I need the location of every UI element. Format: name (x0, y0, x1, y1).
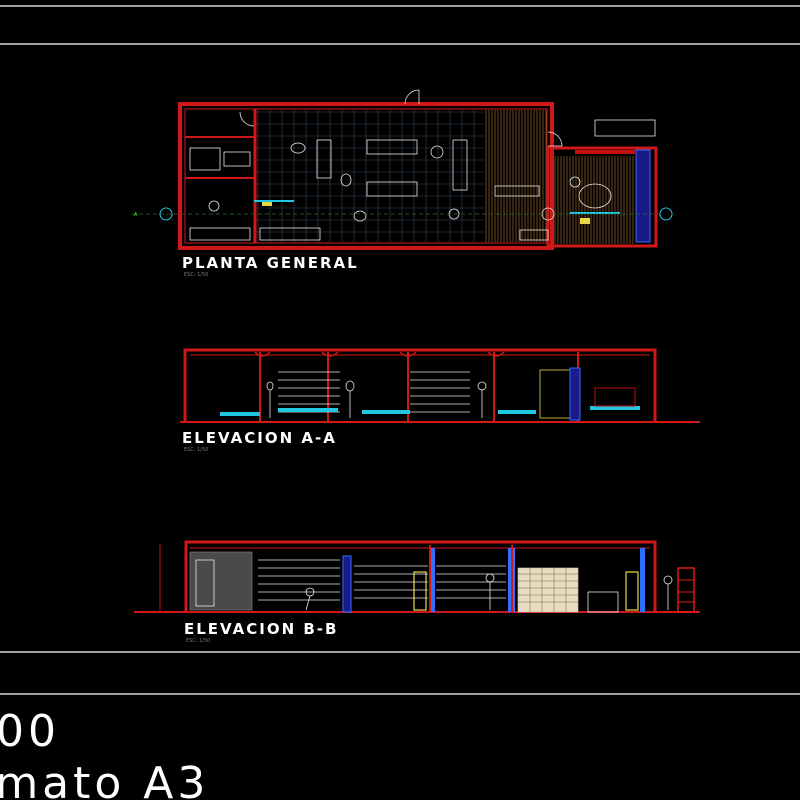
plan-title: PLANTA GENERAL (182, 254, 359, 272)
wood-floor-area (485, 110, 634, 244)
floor-plan: A PLANTA GENERAL ESC: 1/50 (132, 89, 673, 278)
format-text: rmato A3 (0, 758, 209, 800)
svg-text:A: A (134, 212, 138, 218)
floor-tile-grid (256, 110, 484, 242)
plan-outer-wall (178, 102, 554, 250)
section-marker-left: A (132, 207, 673, 221)
right-display-room (546, 146, 658, 248)
plan-scale: ESC: 1/50 (184, 272, 208, 278)
elevation-b-scale: ESC: 1/50 (186, 638, 210, 644)
elevation-a-scale: ESC: 1/50 (184, 447, 208, 453)
scale-value-text: 00 (0, 706, 60, 757)
elevation-b-title: ELEVACION B-B (184, 620, 338, 638)
elevation-a-title: ELEVACION A-A (182, 429, 337, 447)
sheet-frame (0, 5, 800, 695)
elevation-b: ELEVACION B-B ESC: 1/50 (134, 540, 700, 644)
elevation-a: ELEVACION A-A ESC: 1/50 (180, 348, 700, 453)
